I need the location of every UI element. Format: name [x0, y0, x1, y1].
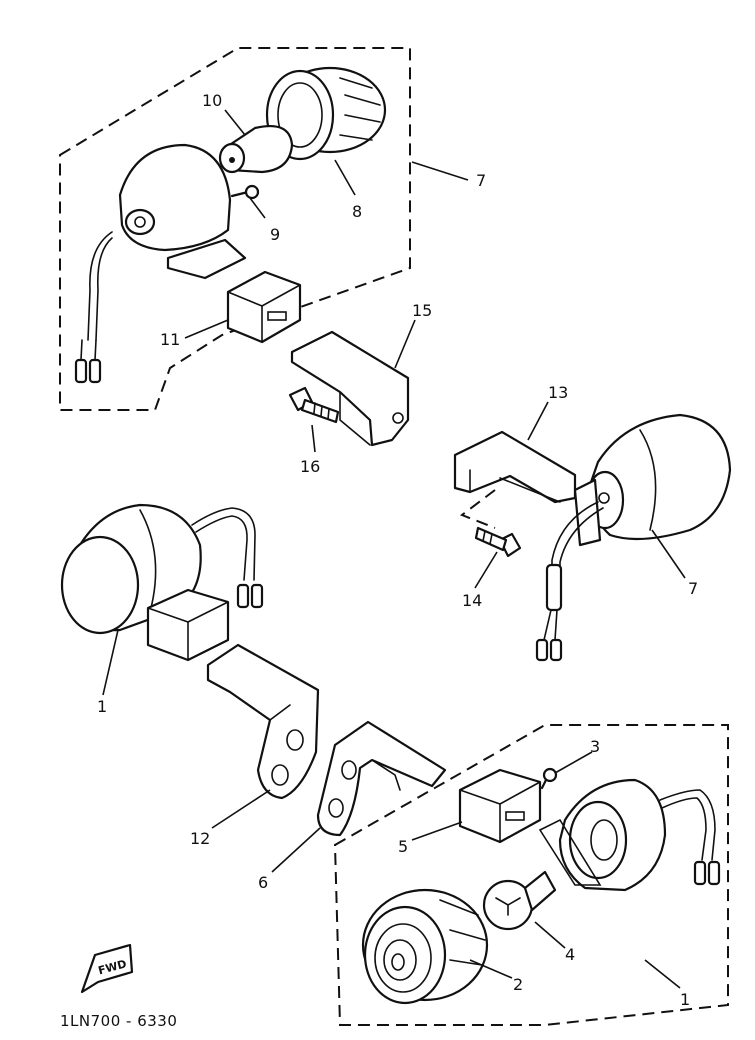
bolt-part-14	[474, 526, 522, 558]
callout-6: 6	[258, 873, 268, 892]
assembly-outline-top	[59, 47, 411, 411]
drawing-code: 1LN700 - 6330	[60, 1012, 177, 1030]
callout-7-top: 7	[476, 171, 486, 190]
callout-1-left: 1	[97, 697, 107, 716]
callout-7-right: 7	[688, 579, 698, 598]
screw-part-9	[230, 184, 260, 200]
callout-16: 16	[300, 457, 320, 476]
rubber-damper-part-5	[458, 768, 542, 844]
callout-13: 13	[548, 383, 568, 402]
bracket-part-12	[206, 643, 320, 800]
callout-12: 12	[190, 829, 210, 848]
callout-14: 14	[462, 591, 482, 610]
callout-1-bottom: 1	[680, 990, 690, 1009]
lens-part-2	[361, 888, 489, 1005]
callout-4: 4	[565, 945, 575, 964]
bulb-part-10	[218, 124, 294, 174]
callout-3: 3	[590, 737, 600, 756]
housing-part-7-right	[535, 413, 732, 662]
housing-part-1-bottom	[538, 778, 721, 892]
bracket-part-6	[316, 720, 447, 837]
rubber-damper-part-11	[226, 270, 302, 344]
hidden-line-13	[459, 489, 496, 529]
bolt-part-16	[288, 386, 340, 424]
housing-part-7-top	[74, 143, 247, 384]
bracket-part-13	[453, 430, 577, 504]
callout-2: 2	[513, 975, 523, 994]
assembly-outline-bottom	[333, 724, 729, 1026]
forward-direction-icon: FWD	[80, 943, 134, 994]
bulb-part-4	[482, 870, 557, 931]
callout-10: 10	[202, 91, 222, 110]
callout-9: 9	[270, 225, 280, 244]
screw-part-3	[540, 767, 558, 790]
rubber-damper-left	[146, 588, 230, 662]
callout-5: 5	[398, 837, 408, 856]
callout-11: 11	[160, 330, 180, 349]
callout-8: 8	[352, 202, 362, 221]
callout-15: 15	[412, 301, 432, 320]
bracket-part-15	[290, 330, 410, 447]
leader-lines	[102, 109, 686, 989]
